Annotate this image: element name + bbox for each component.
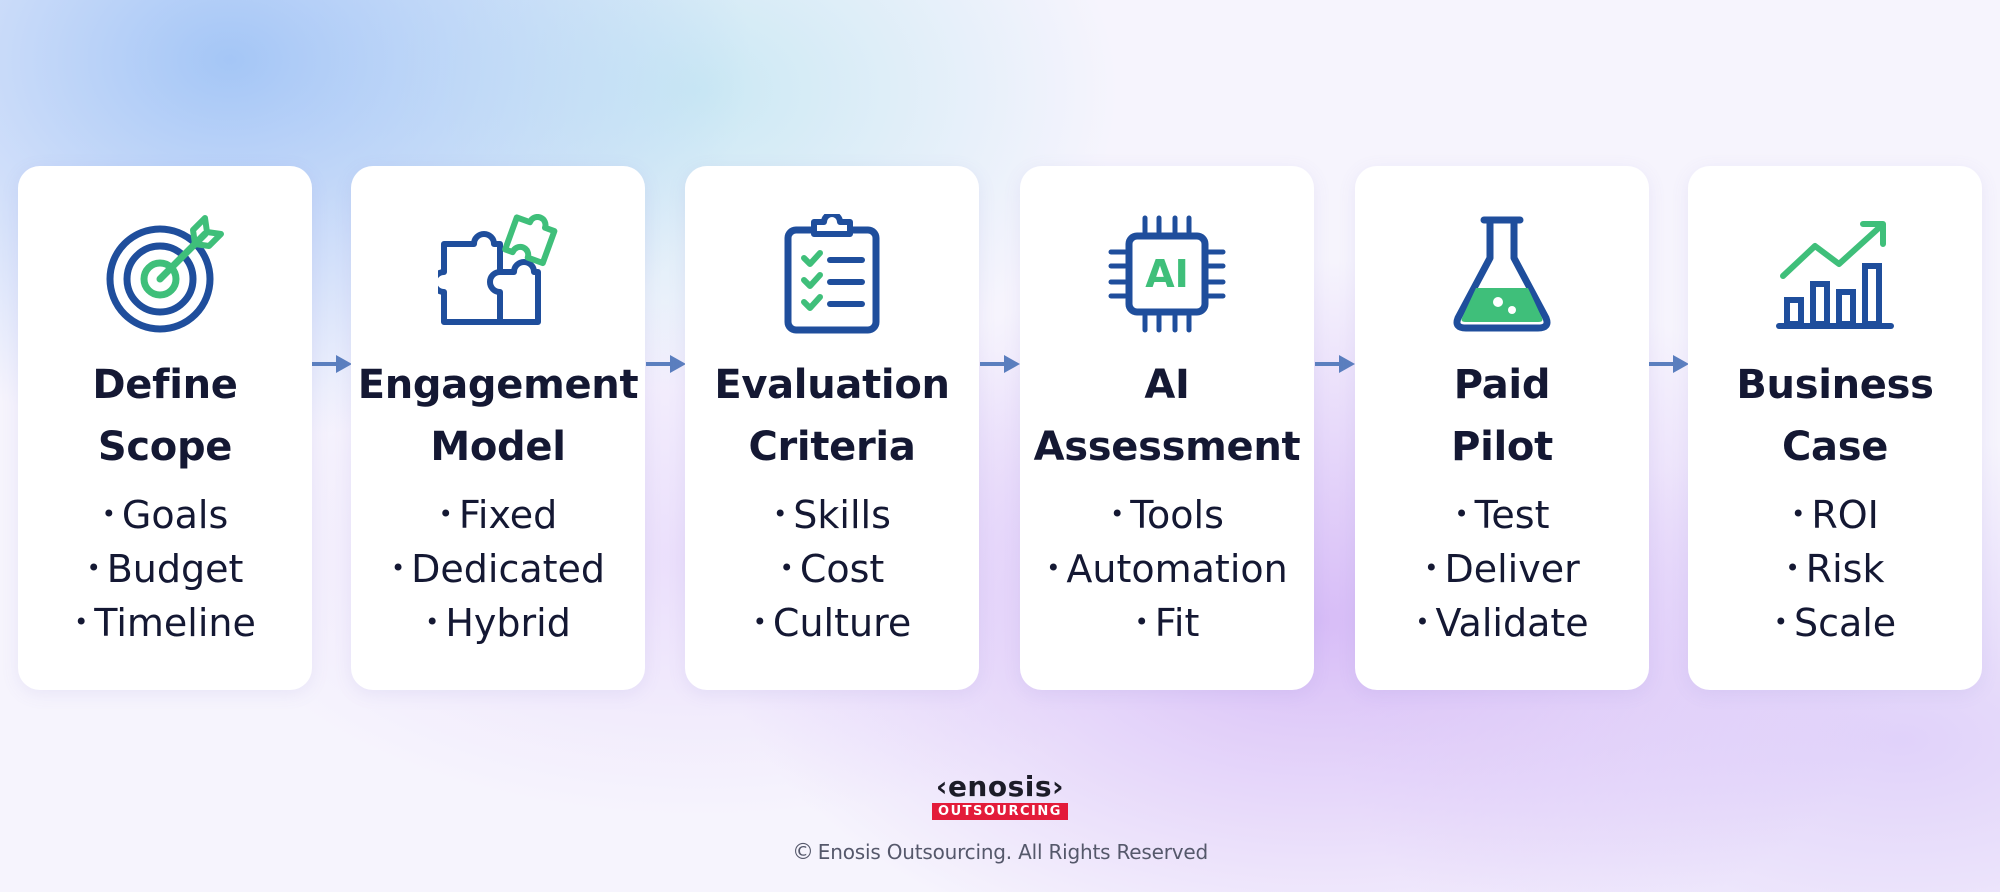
clipboard-icon (772, 214, 892, 334)
step-card-business-case: Business Case ROI Risk Scale (1688, 166, 1982, 690)
logo-wordmark: ‹enosis› (935, 770, 1065, 803)
step-bullets: Fixed Dedicated Hybrid (351, 488, 645, 650)
bullet-item: Timeline (18, 596, 312, 650)
step-card-paid-pilot: Paid Pilot Test Deliver Validate (1355, 166, 1649, 690)
ai-chip-icon: AI (1107, 214, 1227, 334)
step-bullets: Skills Cost Culture (685, 488, 979, 650)
bullet-item: Validate (1355, 596, 1649, 650)
arrow-right-icon (1649, 353, 1689, 375)
bullet-item: Tools (1020, 488, 1314, 542)
flask-icon (1442, 214, 1562, 334)
growth-chart-icon (1775, 214, 1895, 334)
bullet-item: Culture (685, 596, 979, 650)
step-bullets: Goals Budget Timeline (18, 488, 312, 650)
bullet-item: Risk (1688, 542, 1982, 596)
enosis-logo: ‹enosis› OUTSOURCING (930, 772, 1070, 822)
arrow-right-icon (646, 353, 686, 375)
bullet-item: Fit (1020, 596, 1314, 650)
step-title: Define Scope (92, 362, 238, 470)
arrow-right-icon (1315, 353, 1355, 375)
copyright-footer: ©Enosis Outsourcing. All Rights Reserved (0, 840, 2000, 865)
step-card-ai-assessment: AI AI Assessment Tools Automation Fit (1020, 166, 1314, 690)
target-icon (105, 214, 225, 334)
bullet-item: Goals (18, 488, 312, 542)
bullet-item: Dedicated (351, 542, 645, 596)
step-card-define-scope: Define Scope Goals Budget Timeline (18, 166, 312, 690)
bullet-item: Deliver (1355, 542, 1649, 596)
step-title: Paid Pilot (1451, 362, 1553, 470)
step-bullets: Tools Automation Fit (1020, 488, 1314, 650)
step-title: AI Assessment (1033, 362, 1301, 470)
step-card-engagement-model: Engagement Model Fixed Dedicated Hybrid (351, 166, 645, 690)
step-title: Business Case (1736, 362, 1934, 470)
bullet-item: Test (1355, 488, 1649, 542)
step-bullets: Test Deliver Validate (1355, 488, 1649, 650)
bullet-item: Cost (685, 542, 979, 596)
step-card-evaluation-criteria: Evaluation Criteria Skills Cost Culture (685, 166, 979, 690)
bullet-item: Scale (1688, 596, 1982, 650)
step-title: Engagement Model (357, 362, 639, 470)
puzzle-icon (438, 214, 558, 334)
bullet-item: Fixed (351, 488, 645, 542)
arrow-right-icon (980, 353, 1020, 375)
bullet-item: Hybrid (351, 596, 645, 650)
bullet-item: Automation (1020, 542, 1314, 596)
step-bullets: ROI Risk Scale (1688, 488, 1982, 650)
bullet-item: Skills (685, 488, 979, 542)
svg-text:AI: AI (1145, 252, 1189, 296)
logo-tagline: OUTSOURCING (932, 803, 1068, 820)
arrow-right-icon (312, 353, 352, 375)
step-title: Evaluation Criteria (714, 362, 950, 470)
copyright-text: Enosis Outsourcing. All Rights Reserved (817, 840, 1208, 864)
bullet-item: ROI (1688, 488, 1982, 542)
bullet-item: Budget (18, 542, 312, 596)
copyright-icon: © (791, 840, 814, 865)
